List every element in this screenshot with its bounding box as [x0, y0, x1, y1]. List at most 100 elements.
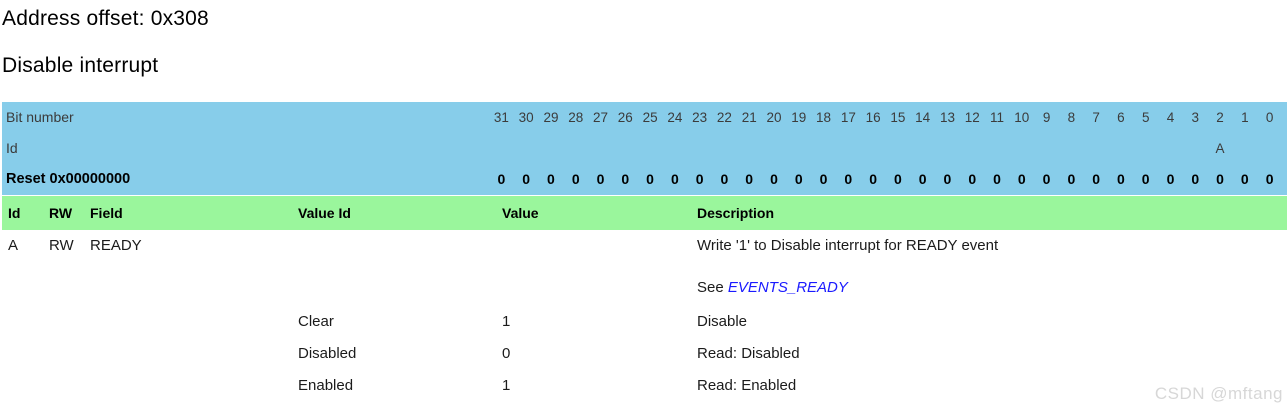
row-id: A: [8, 237, 19, 254]
field-table-row: See EVENTS_READY: [2, 278, 1287, 298]
bit-number-cell: 22: [716, 110, 732, 125]
bit-number-cell: 18: [816, 110, 832, 125]
bit-number-cell: 15: [890, 110, 906, 125]
row-value: 1: [502, 377, 511, 394]
bit-id-marker-cell: [1183, 133, 1208, 164]
row-id: [8, 278, 49, 298]
row-field: READY: [90, 237, 142, 254]
reset-bit-cell: 0: [993, 171, 1001, 187]
row-rw: [49, 312, 90, 332]
bit-number-cell: 3: [1191, 110, 1200, 125]
row-value-id: Enabled: [298, 377, 354, 394]
bit-id-marker-cell: [489, 133, 514, 164]
bit-id-marker-cell: [737, 133, 762, 164]
field-table-row: Enabled 1 Read: Enabled: [2, 376, 1287, 396]
row-id: [8, 376, 49, 396]
reset-bit-cell: 0: [1240, 171, 1249, 187]
reset-bit-cell: 0: [745, 171, 754, 187]
reset-bit-cell: 0: [968, 171, 977, 187]
register-title-heading: Disable interrupt: [2, 54, 159, 77]
reset-bit-cell: 0: [596, 171, 605, 187]
row-description: Write '1' to Disable interrupt for READY…: [697, 237, 999, 254]
bit-id-marker-cell: [514, 133, 539, 164]
reset-bit-cell: 0: [1042, 171, 1051, 187]
reset-bit-cell: 0: [1017, 171, 1026, 187]
reset-bit-cell: 0: [670, 171, 679, 187]
bit-number-cell: 10: [1014, 110, 1030, 125]
bit-id-marker-cell: [811, 133, 836, 164]
address-offset-heading: Address offset: 0x308: [2, 7, 209, 30]
bit-number-cell: 5: [1141, 110, 1150, 125]
bit-id-marker-cell: A: [1215, 141, 1225, 156]
reset-bit-cell: 0: [1092, 171, 1101, 187]
reset-label: Reset 0x00000000: [6, 171, 131, 187]
row-value: 1: [502, 313, 511, 330]
bit-id-marker-cell: [1009, 133, 1034, 164]
reset-bit-cell: 0: [819, 171, 828, 187]
bit-number-cell: 24: [667, 110, 683, 125]
reset-bit-cell: 0: [869, 171, 877, 187]
row-value: 0: [502, 345, 511, 362]
row-description: See EVENTS_READY: [697, 278, 1287, 298]
reset-bit-cell: 0: [1117, 171, 1125, 187]
bit-number-cell: 27: [593, 110, 609, 125]
reset-bit-cell: 0: [893, 171, 902, 187]
bit-id-label: Id: [6, 140, 18, 156]
see-prefix: See: [697, 279, 728, 296]
bit-id-marker-cell: [786, 133, 811, 164]
bit-number-label: Bit number: [6, 109, 74, 125]
reset-bit-cell: 0: [918, 171, 927, 187]
reset-bit-cell: 0: [1191, 171, 1200, 187]
header-value-id: Value Id: [298, 205, 351, 221]
bit-number-cell: 19: [791, 110, 807, 125]
bit-id-marker-cell: [910, 133, 935, 164]
bit-id-marker-cell: [836, 133, 861, 164]
bit-number-cell: 4: [1166, 110, 1175, 125]
bit-id-marker-cell: [613, 133, 638, 164]
reset-bit-cell: 0: [770, 171, 778, 187]
reset-bit-cell: 0: [720, 171, 729, 187]
bit-number-cell: 0: [1265, 110, 1274, 125]
reset-bit-cell: 0: [844, 171, 853, 187]
field-table-body: A RW READY Write '1' to Disable interrupt f…: [2, 230, 1287, 408]
row-field: [90, 278, 298, 298]
row-description: Read: Enabled: [697, 377, 797, 394]
row-field: [90, 312, 298, 332]
bit-id-marker-cell: [712, 133, 737, 164]
reset-bit-cell: 0: [646, 171, 654, 187]
bit-id-marker-cell: [662, 133, 687, 164]
field-table-header: Id RW Field Value Id Value Description: [2, 196, 1287, 230]
bit-number-cell: 16: [865, 110, 881, 125]
row-value: [502, 236, 697, 256]
bit-id-marker-cell: [1158, 133, 1183, 164]
bit-number-cell: 30: [518, 110, 534, 125]
reset-bit-cell: 0: [1265, 171, 1274, 187]
bit-id-markers-grid: A: [489, 133, 1282, 164]
reset-bit-cell: 0: [621, 171, 630, 187]
bit-number-cell: 11: [990, 110, 1005, 125]
bit-number-cell: 20: [766, 110, 782, 125]
bit-id-marker-cell: [1232, 133, 1257, 164]
bit-id-marker-cell: [1257, 133, 1282, 164]
bit-id-marker-cell: [638, 133, 663, 164]
watermark: CSDN @mftang: [1154, 384, 1283, 403]
row-rw: [49, 278, 90, 298]
reset-bit-cell: 0: [1067, 171, 1076, 187]
bit-number-cell: 21: [741, 110, 757, 125]
bit-id-marker-cell: [1034, 133, 1059, 164]
header-value: Value: [502, 205, 539, 221]
reset-bit-cell: 0: [1141, 171, 1150, 187]
row-rw: RW: [49, 237, 74, 254]
reset-bit-cell: 0: [943, 171, 952, 187]
reset-bit-cell: 0: [522, 171, 531, 187]
bit-number-cell: 8: [1067, 110, 1076, 125]
events-ready-link[interactable]: EVENTS_READY: [727, 279, 848, 296]
row-rw: [49, 376, 90, 396]
row-description: Disable: [697, 313, 748, 330]
bit-number-cell: 26: [617, 110, 633, 125]
